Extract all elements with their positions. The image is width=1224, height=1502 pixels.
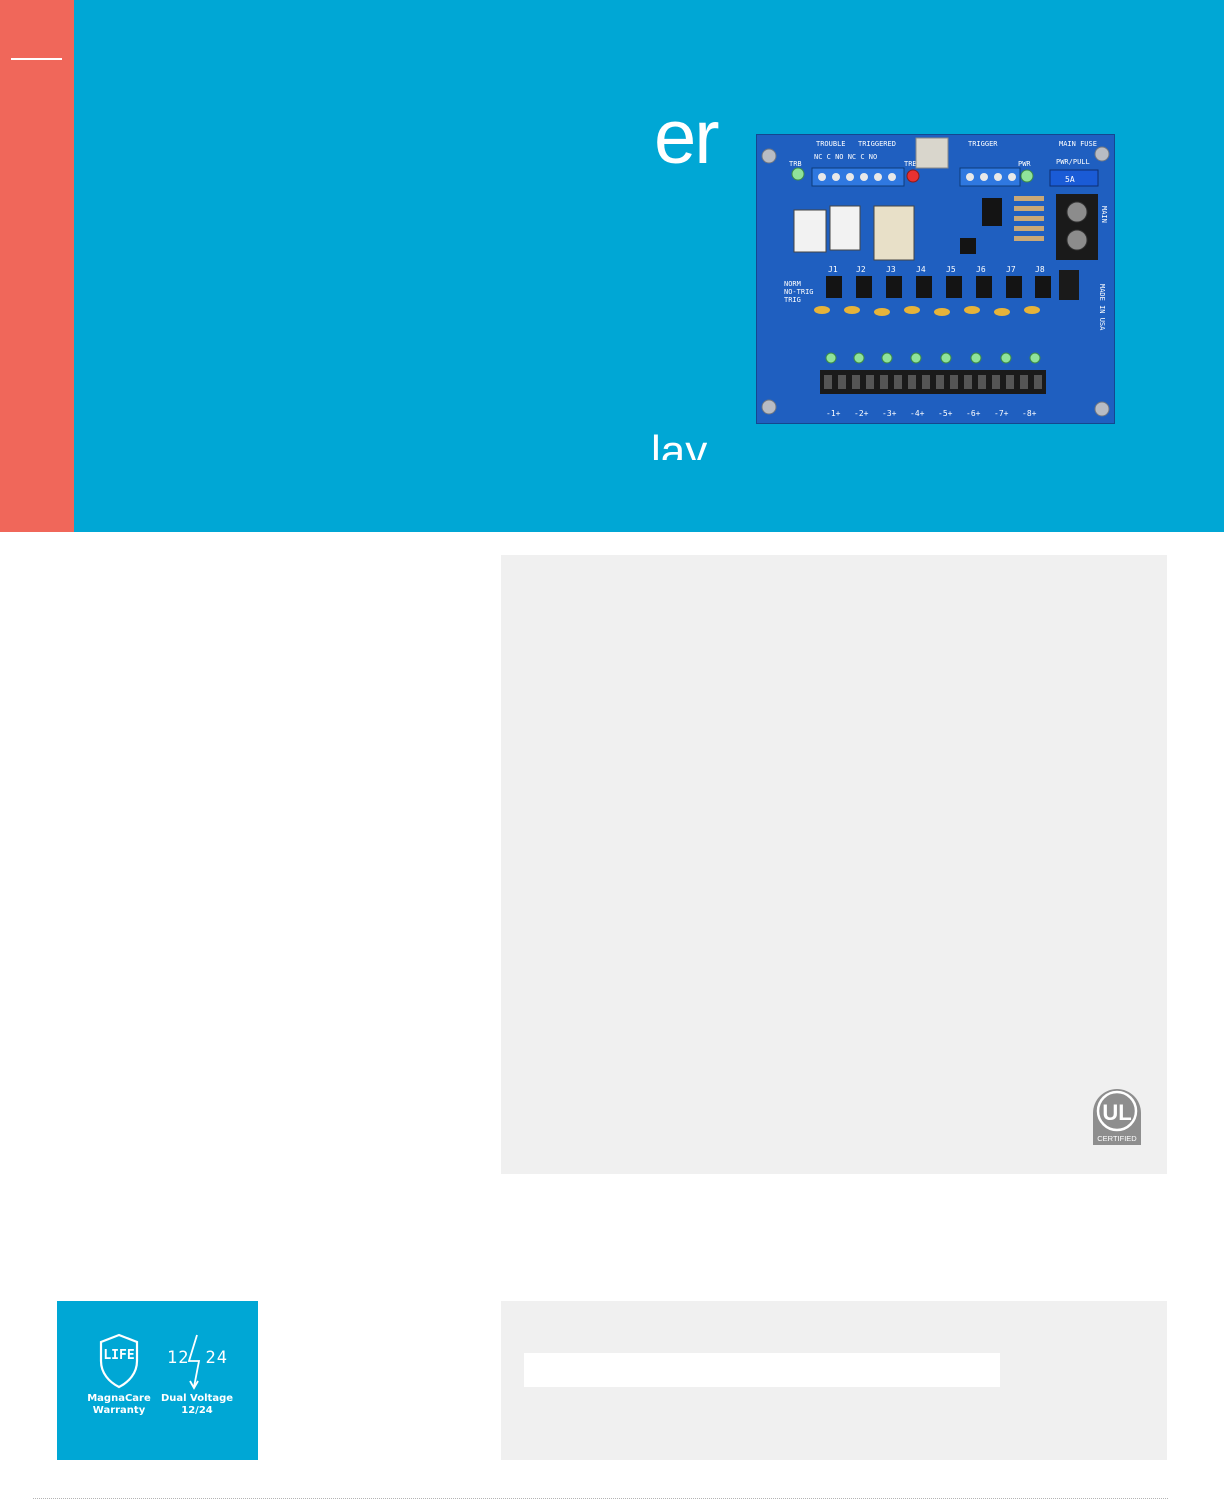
ul-mark: UL <box>1102 1100 1131 1125</box>
board-output-8: -8+ <box>1022 409 1037 418</box>
board-jumper-label-3: J3 <box>886 265 896 274</box>
spec-panel <box>501 555 1167 1174</box>
board-output-5: -5+ <box>938 409 953 418</box>
product-circuit-board-image: TROUBLE TRIGGERED NC C NO NC C NO TRIGGE… <box>756 134 1115 424</box>
board-made-in: MADE IN USA <box>1098 284 1106 331</box>
voltage-left: 12 <box>167 1348 190 1368</box>
warranty-caption: MagnaCare Warranty <box>87 1393 151 1416</box>
hero-subtitle-fragment: lay <box>651 430 708 460</box>
board-mode-no-trig: NO-TRIG <box>784 288 814 296</box>
ul-certified-badge: UL CERTIFIED <box>1093 1089 1141 1145</box>
board-jumper-label-2: J2 <box>856 265 866 274</box>
board-jumper-label-4: J4 <box>916 265 926 274</box>
board-output-4: -4+ <box>910 409 925 418</box>
board-label-trb-left: TRB <box>789 160 802 168</box>
board-label-pwr-pull: PWR/PULL <box>1056 158 1090 166</box>
board-jumper-label-5: J5 <box>946 265 956 274</box>
accent-rule <box>11 58 62 60</box>
svg-text:5A: 5A <box>1065 175 1075 184</box>
board-label-trouble: TROUBLE <box>816 140 846 148</box>
accent-side-bar <box>0 0 74 532</box>
lightning-bolt-icon <box>187 1334 201 1390</box>
footer-dotted-rule <box>33 1498 1168 1499</box>
hero-title-fragment: er <box>654 95 720 180</box>
shield-icon <box>99 1333 139 1389</box>
warranty-life-text: LIFE <box>103 1348 135 1363</box>
board-mode-norm: NORM <box>784 280 801 288</box>
board-jumper-label-1: J1 <box>828 265 838 274</box>
board-label-contacts: NC C NO NC C NO <box>814 153 877 161</box>
feature-badges: LIFE 12 24 MagnaCare Warranty Dual Voltag… <box>57 1301 258 1460</box>
voltage-right: 24 <box>205 1348 228 1368</box>
board-jumper-label-7: J7 <box>1006 265 1016 274</box>
board-label-trb-right: TRB <box>904 160 917 168</box>
ul-certified-label: CERTIFIED <box>1097 1134 1137 1143</box>
board-output-6: -6+ <box>966 409 981 418</box>
voltage-12-24-text: 12 24 <box>167 1348 228 1368</box>
board-label-triggered: TRIGGERED <box>858 140 896 148</box>
board-mode-trig: TRIG <box>784 296 801 304</box>
bottom-panel <box>501 1301 1167 1460</box>
board-label-main-fuse: MAIN FUSE <box>1059 140 1097 148</box>
bottom-field <box>524 1353 1000 1387</box>
board-label-trigger: TRIGGER <box>968 140 998 148</box>
voltage-caption: Dual Voltage 12/24 <box>160 1393 234 1416</box>
board-output-1: -1+ <box>826 409 841 418</box>
board-output-7: -7+ <box>994 409 1009 418</box>
board-main-in: MAIN <box>1100 206 1108 223</box>
board-label-pwr: PWR <box>1018 160 1031 168</box>
board-output-2: -2+ <box>854 409 869 418</box>
board-output-3: -3+ <box>882 409 897 418</box>
board-jumper-label-8: J8 <box>1035 265 1045 274</box>
board-jumper-label-6: J6 <box>976 265 986 274</box>
